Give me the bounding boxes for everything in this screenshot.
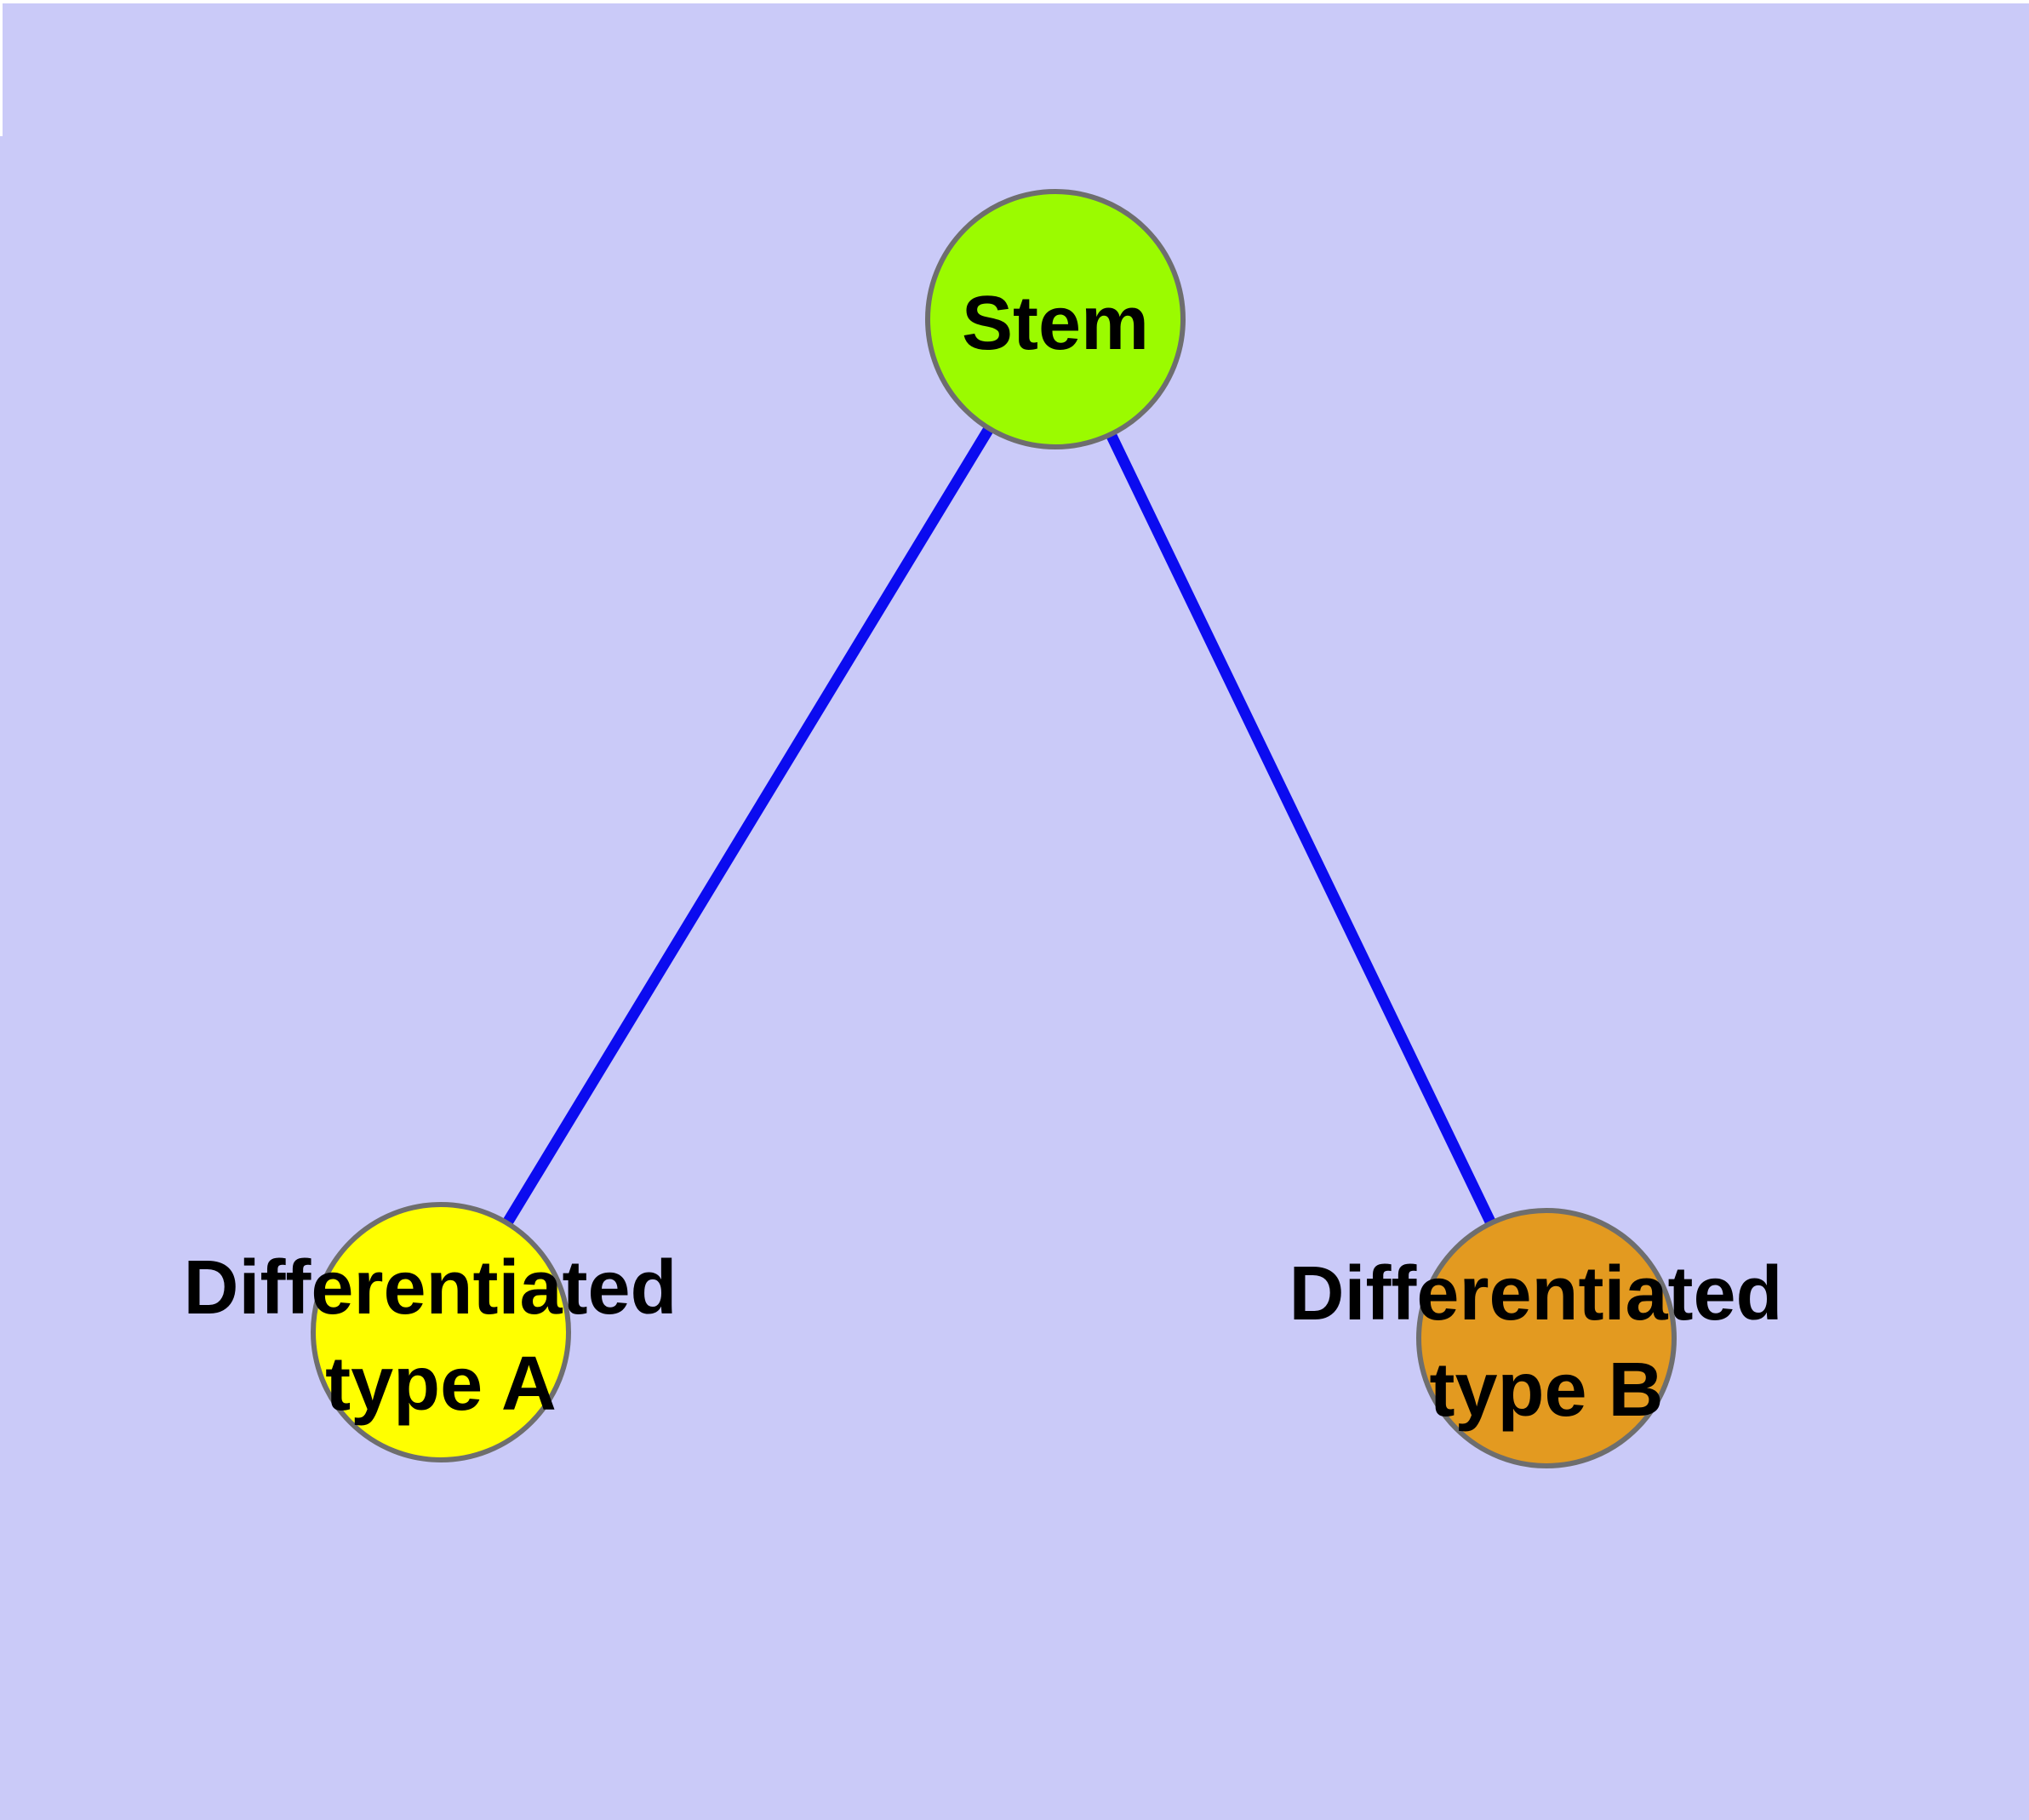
node-differentiated-type-b-circle[interactable] — [1416, 1208, 1677, 1468]
edge-stem-to-type-a — [436, 316, 1060, 1336]
top-edge-white-strip — [0, 0, 2029, 3]
node-differentiated-type-b-label: Differentiated type B — [1289, 1251, 1803, 1433]
left-edge-white-strip — [0, 0, 3, 136]
node-differentiated-type-a-label-line2: type A — [325, 1342, 557, 1427]
node-stem-circle[interactable] — [925, 189, 1186, 449]
node-stem-label: Stem — [962, 281, 1149, 366]
node-differentiated-type-a-label: Differentiated type A — [183, 1245, 698, 1427]
edge-stem-to-type-b — [1050, 317, 1552, 1341]
node-differentiated-type-b-label-line2: type B — [1429, 1348, 1663, 1433]
node-differentiated-type-a-circle[interactable] — [311, 1202, 571, 1462]
node-differentiated-type-a-label-line1: Differentiated — [183, 1245, 677, 1331]
node-differentiated-type-b-label-line1: Differentiated — [1289, 1251, 1782, 1336]
